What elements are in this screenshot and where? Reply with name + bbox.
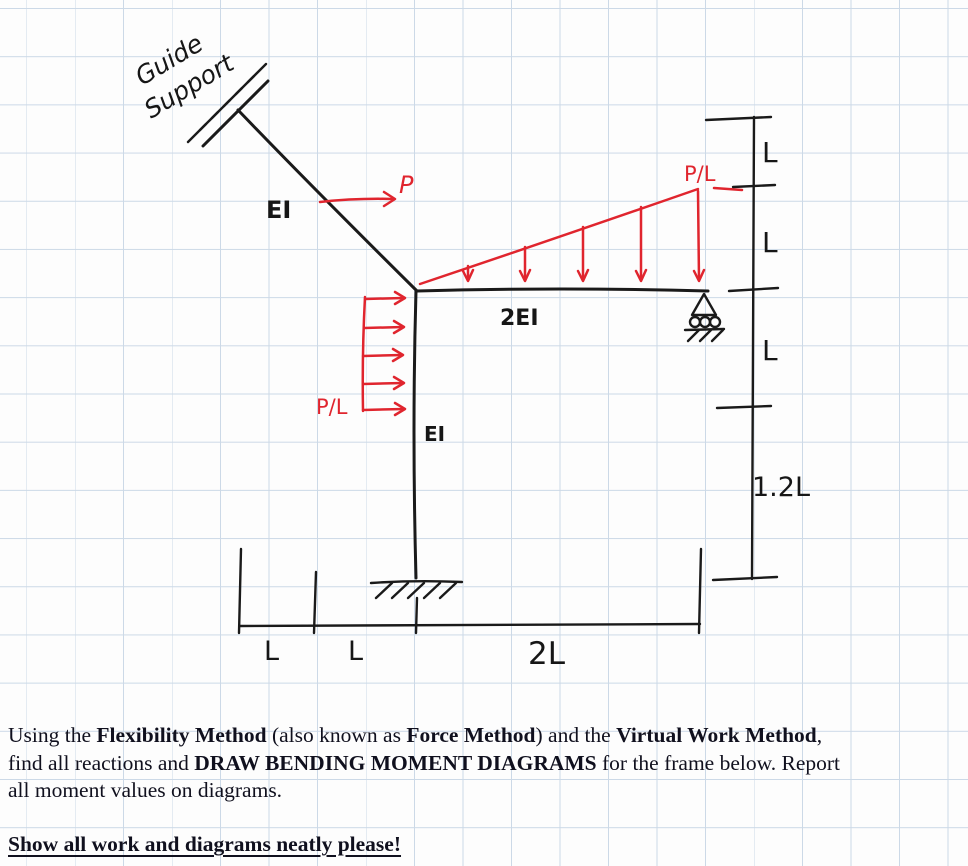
text-run-bold: Flexibility Method — [96, 723, 267, 747]
roller-triangle — [690, 292, 718, 317]
point-load: P — [318, 171, 414, 208]
load-slant-line — [418, 187, 700, 286]
hatch-tick — [390, 581, 410, 600]
load-arrow-shaft — [362, 325, 405, 330]
triangular-load-label: P/L — [684, 162, 716, 186]
load-arrowhead — [576, 268, 590, 283]
load-arrowhead — [461, 268, 475, 283]
guide-support-wall — [201, 79, 270, 148]
dim-tick — [727, 286, 780, 293]
load-arrow-shaft — [363, 296, 405, 301]
right-dimension: L L L 1.2L — [704, 115, 810, 582]
load-arrowhead — [692, 268, 706, 283]
horizontal-beam — [415, 287, 710, 293]
vertical-column — [412, 289, 418, 580]
fixed-support — [369, 580, 464, 600]
ground-line — [683, 327, 726, 332]
footer-instruction: Show all work and diagrams neatly please… — [8, 832, 402, 856]
hatch-tick — [422, 581, 442, 600]
problem-line-1: Using the Flexibility Method (also known… — [8, 722, 962, 750]
bottom-dimension: L L 2L — [237, 547, 703, 672]
load-arrowhead — [393, 290, 407, 306]
column-distributed-load: P/L — [316, 290, 407, 419]
text-run: ) and the — [535, 723, 617, 747]
dim-label-right-4: 1.2L — [752, 472, 810, 503]
dim-tick — [731, 183, 777, 189]
hatch-tick — [438, 581, 458, 600]
dim-label-bottom-2: L — [348, 636, 363, 667]
frame-diagram: Guide Support EI 2EI EI — [130, 28, 810, 672]
guide-support: Guide Support — [130, 28, 270, 148]
load-arrow-shaft — [361, 381, 405, 386]
text-run: find all reactions and — [8, 750, 195, 775]
dim-tick — [704, 115, 773, 122]
problem-line-3: all moment values on diagrams. — [8, 777, 962, 805]
roller-wheel — [698, 315, 712, 329]
dim-tick — [711, 575, 779, 582]
dim-tick — [312, 570, 318, 635]
dim-tick — [697, 547, 703, 635]
load-arrow-shaft — [361, 353, 404, 358]
hatch-tick — [374, 581, 394, 600]
load-arrow-shaft — [696, 189, 701, 282]
dim-label-right-3: L — [762, 334, 778, 367]
dim-label-right-2: L — [762, 226, 778, 259]
load-arrowhead — [392, 375, 406, 391]
dim-label-bottom-3: 2L — [528, 636, 566, 672]
dim-line — [238, 622, 702, 628]
triangular-load: P/L — [418, 162, 744, 286]
text-run-bold: Force Method — [406, 723, 536, 747]
hatch-tick — [698, 328, 713, 343]
point-load-arrowhead — [382, 190, 397, 208]
dim-tick — [715, 404, 773, 410]
roller-support — [683, 292, 726, 343]
inclined-member — [236, 108, 419, 293]
dim-tick — [414, 596, 419, 635]
problem-statement: Using the Flexibility Method (also known… — [8, 722, 962, 805]
load-arrowhead — [393, 401, 407, 417]
ground-line — [369, 580, 464, 585]
dim-line — [750, 115, 756, 581]
roller-wheel — [688, 315, 702, 329]
dim-tick — [237, 547, 243, 635]
text-run: , — [816, 723, 823, 747]
text-run: for the frame below. Report — [596, 750, 841, 775]
text-run: Using the — [8, 723, 97, 747]
column-stiffness-label: EI — [424, 422, 445, 446]
text-run-bold: DRAW BENDING MOMENT DIAGRAMS — [194, 750, 597, 775]
point-load-arrow-shaft — [318, 197, 395, 204]
hatch-tick — [710, 328, 725, 343]
text-run: (also known as — [266, 723, 407, 747]
incline-stiffness-label: EI — [266, 196, 291, 224]
hatch-tick — [686, 328, 701, 343]
text-run: all moment values on diagrams. — [8, 778, 283, 802]
problem-line-2: find all reactions and DRAW BENDING MOME… — [8, 750, 962, 778]
load-spine — [361, 295, 367, 413]
roller-wheel — [708, 315, 722, 329]
beam-stiffness-label: 2EI — [500, 306, 539, 331]
load-arrowhead — [392, 319, 406, 335]
dim-label-bottom-1: L — [264, 636, 279, 667]
load-arrow-shaft — [361, 407, 406, 412]
load-arrowhead — [634, 268, 648, 283]
load-arrowhead — [518, 268, 532, 283]
point-load-label: P — [399, 171, 414, 199]
load-arrowhead — [391, 347, 405, 363]
hatch-tick — [246, 62, 268, 84]
load-label-leader — [712, 186, 744, 192]
hatch-tick — [406, 581, 426, 600]
column-load-label: P/L — [316, 395, 348, 419]
dim-label-right-1: L — [762, 136, 778, 169]
text-run-bold: Virtual Work Method — [616, 723, 817, 747]
